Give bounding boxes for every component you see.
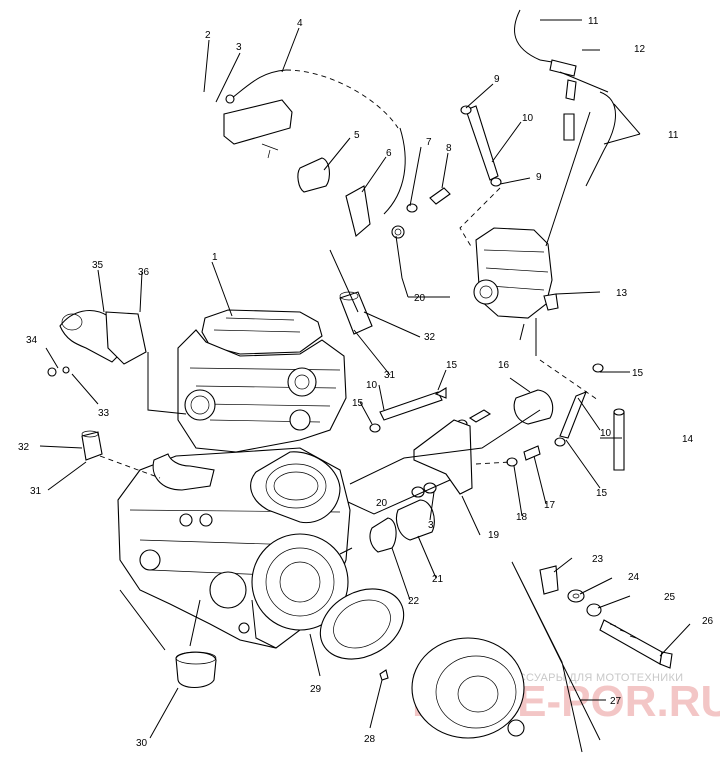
- engine-assembly: [117, 309, 351, 649]
- mount-damper-group: [369, 482, 437, 553]
- callout-15: 15: [446, 360, 458, 371]
- mount-bracket-group: [369, 359, 625, 495]
- callout-27: 27: [610, 696, 622, 707]
- callout-7: 7: [426, 137, 432, 148]
- callout-10: 10: [366, 380, 378, 391]
- callout-31: 31: [384, 370, 396, 381]
- callout-1: 1: [212, 252, 218, 263]
- callout-9: 9: [536, 172, 542, 183]
- callout-24: 24: [628, 572, 640, 583]
- stator-plate-group: [119, 588, 405, 689]
- callout-5: 5: [354, 130, 360, 141]
- callout-35: 35: [92, 260, 104, 271]
- callout-numbers: 2 3 4 5 6 7 8 9 10 9 11 12 11 13 1 35 36…: [18, 16, 714, 749]
- callout-6: 6: [386, 148, 392, 159]
- callout-31: 31: [30, 486, 42, 497]
- callout-21: 21: [432, 574, 444, 585]
- carburetor-group: [459, 9, 616, 356]
- callout-25: 25: [664, 592, 676, 603]
- callout-19: 19: [488, 530, 500, 541]
- callout-18: 18: [516, 512, 528, 523]
- callout-30: 30: [136, 738, 148, 749]
- callout-10: 10: [600, 428, 612, 439]
- callout-11: 11: [668, 130, 679, 141]
- boot-parts: [81, 291, 373, 479]
- callout-15: 15: [352, 398, 364, 409]
- callout-26: 26: [702, 616, 714, 627]
- callout-32: 32: [18, 442, 30, 453]
- callout-36: 36: [138, 267, 150, 278]
- callout-2: 2: [205, 30, 211, 41]
- breather-hose-group: [223, 69, 451, 239]
- callout-13: 13: [616, 288, 628, 299]
- leader-lines: [39, 19, 691, 739]
- callout-28: 28: [364, 734, 376, 745]
- callout-11: 11: [588, 16, 599, 27]
- callout-20: 20: [376, 498, 388, 509]
- callout-29: 29: [310, 684, 322, 695]
- callout-23: 23: [592, 554, 604, 565]
- callout-10: 10: [522, 113, 534, 124]
- callout-12: 12: [634, 44, 646, 55]
- callout-15: 15: [632, 368, 644, 379]
- callout-16: 16: [498, 360, 510, 371]
- callout-33: 33: [98, 408, 110, 419]
- clutch-group: [411, 561, 673, 753]
- callout-15: 15: [596, 488, 608, 499]
- callout-9: 9: [494, 74, 500, 85]
- callout-20: 20: [414, 293, 426, 304]
- callout-32: 32: [424, 332, 436, 343]
- callout-4: 4: [297, 18, 303, 29]
- callout-8: 8: [446, 143, 452, 154]
- callout-3: 3: [236, 42, 242, 53]
- callout-17: 17: [544, 500, 556, 511]
- callout-34: 34: [26, 335, 38, 346]
- callout-14: 14: [682, 434, 694, 445]
- intake-group: [47, 310, 187, 415]
- callout-22: 22: [408, 596, 420, 607]
- callout-3: 3: [428, 520, 434, 531]
